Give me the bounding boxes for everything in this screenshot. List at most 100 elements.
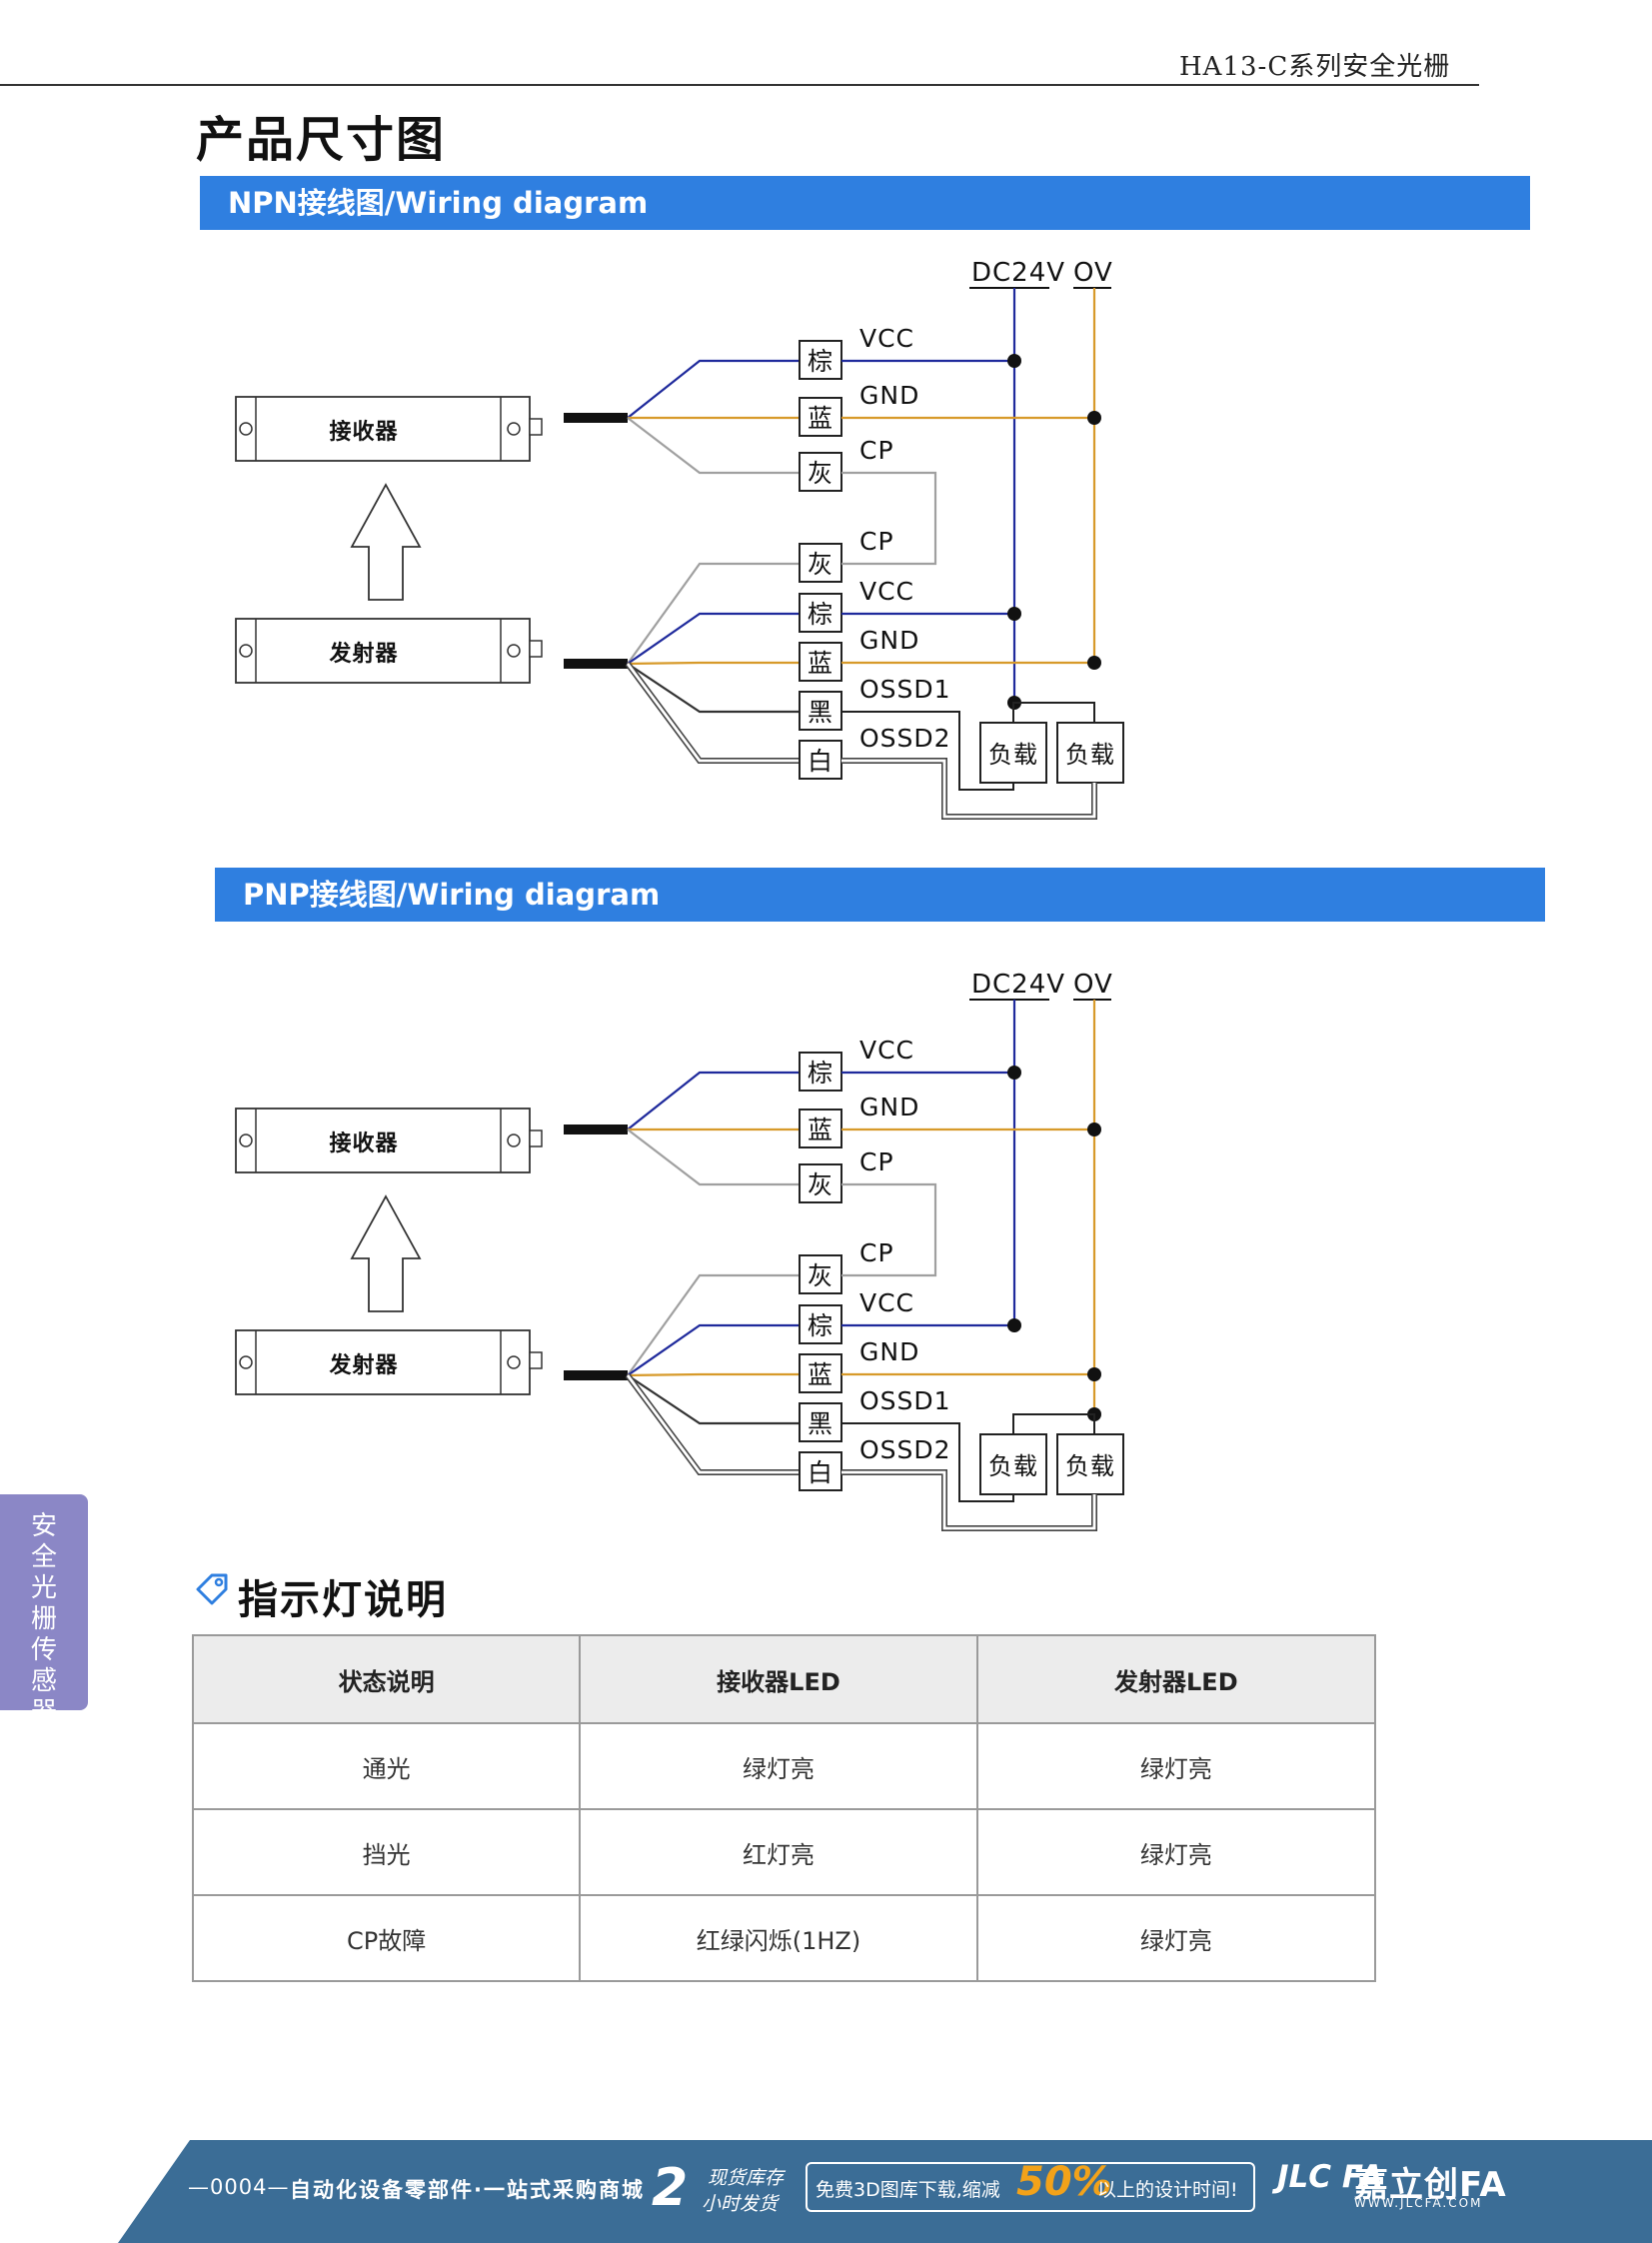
emitter-wire xyxy=(627,1372,800,1377)
signal-label: VCC xyxy=(859,1288,914,1317)
cp-loop-wire xyxy=(841,1182,937,1277)
wire-color-tag xyxy=(799,1451,842,1491)
table-header-row: 状态说明 接收器LED 发射器LED xyxy=(191,1634,1377,1724)
signal-label: OSSD2 xyxy=(859,724,951,753)
receiver-cable xyxy=(564,1124,628,1134)
wire-color-label: 黑 xyxy=(808,1409,833,1438)
receiver-wire xyxy=(627,417,800,475)
header-divider xyxy=(0,84,1479,86)
table-cell: 绿灯亮 xyxy=(975,1808,1377,1896)
ossd1-wire xyxy=(841,711,1014,791)
emitter-wire xyxy=(627,562,800,665)
footer-bar xyxy=(118,2140,1652,2243)
sensor-label: 发射器 xyxy=(328,1352,398,1378)
wire-color-label: 灰 xyxy=(808,1170,833,1199)
signal-label: CP xyxy=(859,1147,894,1176)
signal-label: OSSD2 xyxy=(859,1435,951,1464)
junction-dot xyxy=(1007,607,1021,621)
sensor-label: 发射器 xyxy=(328,641,398,667)
signal-label: CP xyxy=(859,527,894,556)
junction-dot xyxy=(1007,1066,1021,1080)
sensor-body xyxy=(235,396,531,462)
tag-icon xyxy=(196,1573,228,1605)
promo-percent: 50% xyxy=(1016,2159,1112,2205)
mount-hole-icon xyxy=(507,1355,521,1369)
dc24v-label: DC24V xyxy=(971,258,1065,288)
emitter-cable xyxy=(564,1370,628,1380)
wire-color-label: 蓝 xyxy=(808,1116,833,1144)
promo-text-prefix: 免费3D图库下载,缩减 xyxy=(816,2179,1000,2201)
mount-hole-icon xyxy=(239,1133,253,1147)
wire-color-label: 棕 xyxy=(808,1059,833,1088)
wire-color-label: 灰 xyxy=(808,550,833,579)
page-title: 产品尺寸图 xyxy=(196,112,447,168)
table-row: 挡光 红灯亮 绿灯亮 xyxy=(191,1808,1377,1896)
emitter-wire xyxy=(626,663,800,763)
led-indicator-table: 状态说明 接收器LED 发射器LED 通光 绿灯亮 绿灯亮 挡光 红灯亮 绿灯亮… xyxy=(191,1634,1377,1982)
signal-label: GND xyxy=(859,1337,919,1366)
sensor-label: 接收器 xyxy=(329,419,398,445)
load-label: 负载 xyxy=(1065,741,1115,769)
receiver-wire xyxy=(627,1071,800,1130)
receiver-wire xyxy=(627,359,800,419)
load-box xyxy=(979,1433,1047,1495)
wire-color-label: 蓝 xyxy=(808,1360,833,1389)
mount-hole-icon xyxy=(239,644,253,658)
table-row: 通光 绿灯亮 绿灯亮 xyxy=(191,1722,1377,1810)
npn-section-banner: NPN接线图/Wiring diagram xyxy=(200,176,1530,230)
pnp-section-banner: PNP接线图/Wiring diagram xyxy=(215,868,1545,922)
dc24v-label: DC24V xyxy=(971,970,1065,1000)
ossd2-wire xyxy=(841,1470,1096,1530)
emitter-wire xyxy=(627,612,800,665)
table-header-cell: 发射器LED xyxy=(975,1634,1377,1724)
load-supply-wire xyxy=(1012,702,1095,723)
table-cell: 红灯亮 xyxy=(579,1808,978,1896)
wire-color-tag xyxy=(799,691,842,731)
table-cell: 绿灯亮 xyxy=(975,1894,1377,1982)
load-box xyxy=(1056,1433,1124,1495)
signal-label: OSSD1 xyxy=(859,1386,951,1415)
signal-label: GND xyxy=(859,626,919,655)
ov-label: OV xyxy=(1073,258,1113,288)
receiver-cable xyxy=(564,413,628,423)
wire-color-tag xyxy=(799,1109,842,1148)
connector-icon xyxy=(529,418,543,436)
load-supply-wire xyxy=(1012,1413,1095,1434)
wire-color-tag xyxy=(799,1052,842,1092)
wire-color-label: 灰 xyxy=(808,1261,833,1290)
wire-color-tag xyxy=(799,397,842,437)
table-cell: 绿灯亮 xyxy=(975,1722,1377,1810)
emitter-wire xyxy=(627,1273,800,1376)
ossd1-wire xyxy=(841,1422,1014,1502)
stock-text-line1: 现货库存 xyxy=(708,2167,785,2189)
brand-logo-mark: JLC FA xyxy=(1277,2159,1384,2195)
wire-color-label: 棕 xyxy=(808,347,833,376)
signal-label: VCC xyxy=(859,1036,914,1065)
table-cell: 通光 xyxy=(191,1722,582,1810)
connector-icon xyxy=(529,640,543,658)
emitter-wire xyxy=(627,661,800,666)
wire-color-label: 白 xyxy=(808,747,833,776)
load-box xyxy=(1056,722,1124,784)
header-title: HA13-C系列安全光栅 xyxy=(1179,52,1451,82)
load-label: 负载 xyxy=(988,1452,1038,1480)
table-cell: 红绿闪烁(1HZ) xyxy=(579,1894,978,1982)
wire-color-label: 蓝 xyxy=(808,404,833,433)
table-row: CP故障 红绿闪烁(1HZ) 绿灯亮 xyxy=(191,1894,1377,1982)
mount-hole-icon xyxy=(239,422,253,436)
mount-hole-icon xyxy=(507,1133,521,1147)
promo-box xyxy=(806,2162,1255,2212)
wire-color-label: 棕 xyxy=(808,600,833,629)
sensor-body xyxy=(235,1329,531,1395)
load-label: 负载 xyxy=(1065,1452,1115,1480)
table-cell: 绿灯亮 xyxy=(579,1722,978,1810)
emitter-wire xyxy=(626,1374,800,1474)
promo-text-suffix: 以上的设计时间! xyxy=(1097,2179,1238,2201)
receiver-wire xyxy=(627,1128,800,1186)
connector-icon xyxy=(529,1129,543,1147)
footer-slogan: 自动化设备零部件·一站式采购商城 xyxy=(290,2178,645,2202)
emitter-wire xyxy=(627,1374,800,1425)
signal-label: CP xyxy=(859,436,894,465)
